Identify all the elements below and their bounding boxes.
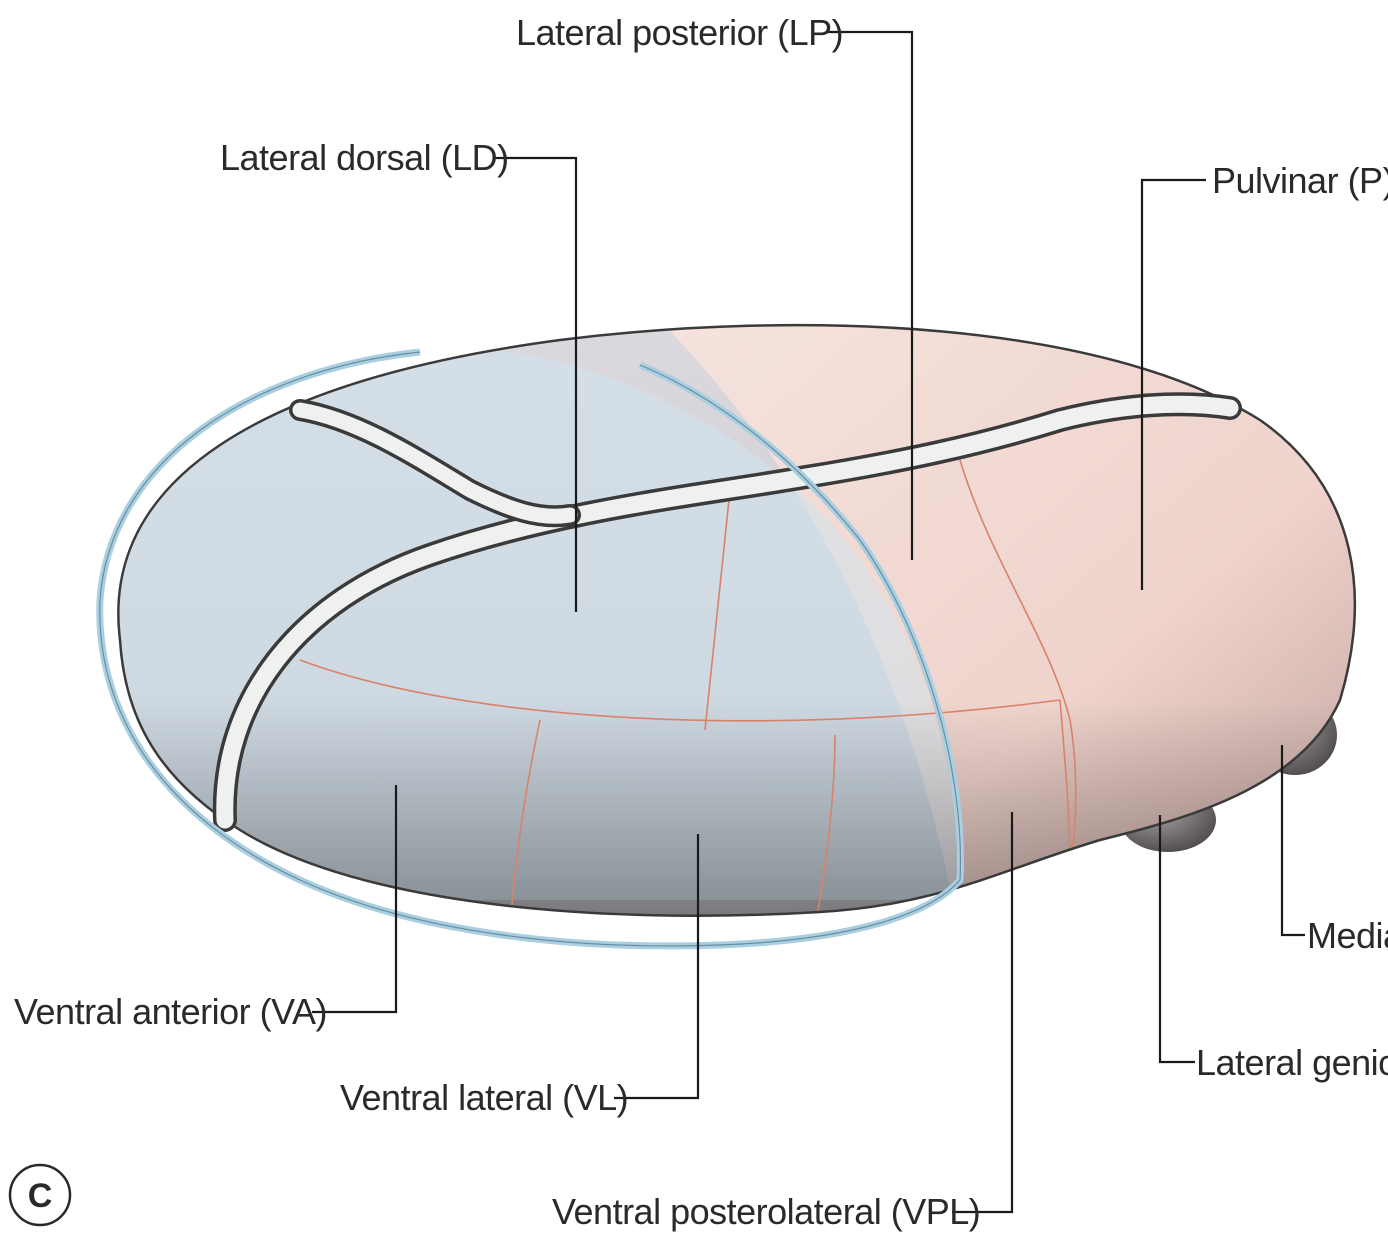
label-medial-geniculate: Media bbox=[1307, 915, 1388, 956]
label-lateral-posterior: Lateral posterior (LP) bbox=[516, 12, 843, 53]
label-ventral-lateral: Ventral lateral (VL) bbox=[340, 1077, 628, 1118]
label-ventral-posterolateral: Ventral posterolateral (VPL) bbox=[552, 1191, 980, 1232]
panel-marker: C bbox=[10, 1165, 70, 1225]
label-lateral-geniculate: Lateral genicu bbox=[1196, 1042, 1388, 1083]
label-lateral-dorsal: Lateral dorsal (LD) bbox=[220, 137, 509, 178]
panel-letter: C bbox=[28, 1177, 53, 1215]
label-ventral-anterior: Ventral anterior (VA) bbox=[14, 991, 327, 1032]
leader-lateral-geniculate bbox=[1160, 815, 1195, 1062]
label-pulvinar: Pulvinar (P) bbox=[1212, 160, 1388, 201]
